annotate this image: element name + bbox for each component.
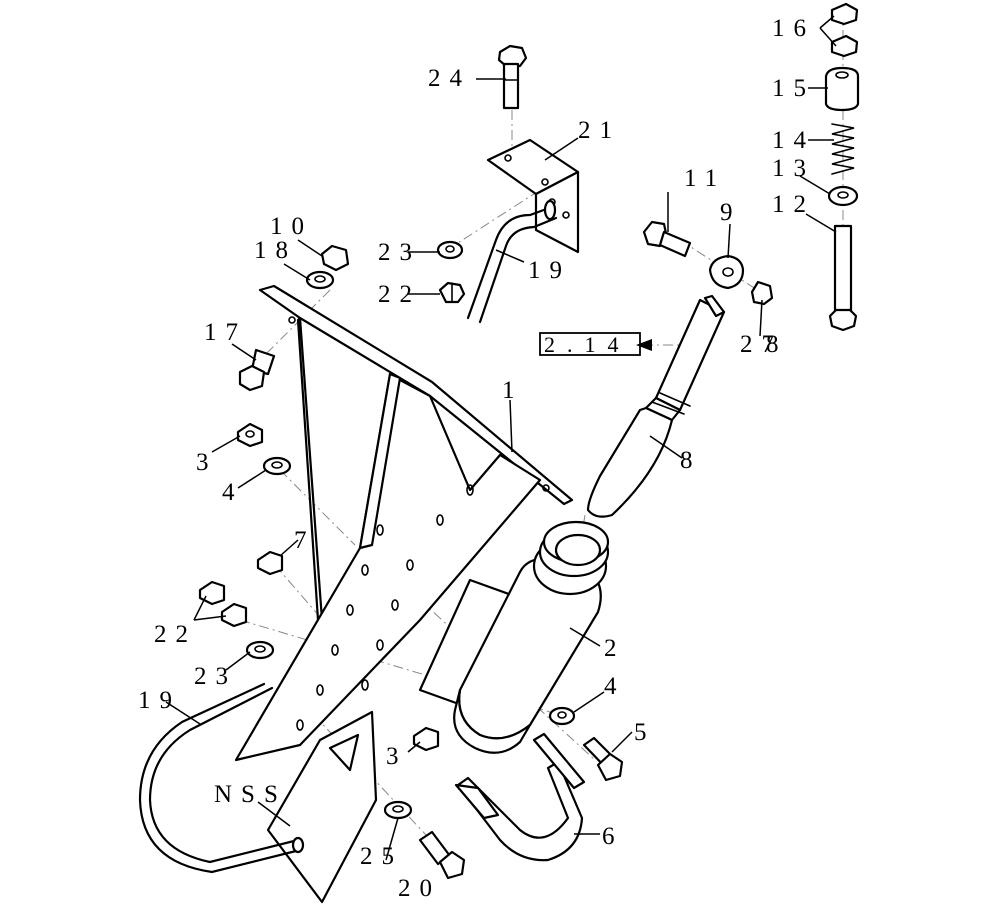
nut-27 [750, 280, 774, 306]
bolt-20 [418, 830, 466, 880]
callout-2: 2 [604, 635, 626, 662]
shaft-8 [586, 294, 726, 518]
callout-22-lower: 22 [154, 621, 197, 648]
callout-8: 8 [680, 447, 702, 474]
nut-16 [830, 2, 859, 58]
nut-22-lower [198, 580, 248, 628]
bolt-12 [828, 224, 858, 332]
callout-14: 14 [772, 127, 815, 154]
sleeve-15 [824, 66, 860, 112]
callout-nss: NSS [214, 781, 287, 808]
callout-labels: 24 21 23 22 19 11 9 27 8 16 15 14 13 12 … [138, 15, 815, 902]
spring-14 [831, 123, 855, 175]
washer-18 [305, 270, 335, 290]
bracket-21 [486, 138, 580, 254]
callout-3-upper: 3 [196, 449, 218, 476]
washer-4-upper [262, 456, 292, 476]
callout-18: 18 [254, 237, 297, 264]
callout-24: 24 [428, 65, 471, 92]
u-bolt-6 [454, 732, 586, 862]
assembly-lines [239, 10, 844, 851]
callout-10: 10 [270, 213, 313, 240]
bolt-24 [497, 44, 528, 110]
nut-3-upper [236, 422, 264, 448]
callout-16: 16 [772, 15, 815, 42]
bolt-11 [642, 220, 692, 258]
leader-lines [165, 15, 837, 861]
callout-13: 13 [772, 155, 815, 182]
callout-1: 1 [502, 377, 524, 404]
callout-3-lower: 3 [386, 743, 408, 770]
callout-7: 7 [294, 527, 316, 554]
callout-22-upper: 22 [378, 281, 421, 308]
washer-25 [383, 800, 413, 820]
callout-23-upper: 23 [378, 239, 421, 266]
plate-nss [266, 710, 378, 904]
cylinder-2 [418, 520, 610, 754]
callout-15: 15 [772, 75, 815, 102]
frame-1 [234, 284, 574, 762]
callout-8-small: 8 [766, 331, 788, 358]
washer-13 [827, 185, 859, 207]
callout-4-upper: 4 [222, 479, 244, 506]
callout-12: 12 [772, 191, 815, 218]
callout-4-lower: 4 [604, 673, 626, 700]
reference-box: 2.14 [539, 332, 652, 357]
bushing-9 [708, 254, 745, 290]
callout-27: 27 [740, 331, 783, 358]
callout-6: 6 [602, 823, 624, 850]
nut-10 [320, 244, 350, 272]
callout-20: 20 [398, 875, 441, 902]
frame-holes [296, 484, 474, 731]
callout-17: 17 [204, 319, 247, 346]
nut-7 [256, 550, 284, 576]
nut-22-upper [438, 281, 466, 304]
callout-23-lower: 23 [194, 663, 237, 690]
washer-23-upper [436, 240, 464, 260]
nut-3-lower [412, 726, 440, 752]
reference-label: 2.14 [544, 332, 631, 357]
callout-19-upper: 19 [528, 257, 571, 284]
washer-4-lower [548, 706, 576, 726]
bolt-17 [238, 348, 276, 392]
callout-9: 9 [720, 199, 742, 226]
bolt-5 [582, 736, 624, 782]
callout-19-lower: 19 [138, 687, 181, 714]
washer-23-lower [245, 640, 275, 660]
callout-25: 25 [360, 843, 403, 870]
u-bolt-19-upper [466, 199, 558, 324]
callout-11: 11 [684, 165, 726, 192]
u-bolt-19-lower [138, 682, 305, 874]
callout-21: 21 [578, 117, 621, 144]
callout-5: 5 [634, 719, 656, 746]
